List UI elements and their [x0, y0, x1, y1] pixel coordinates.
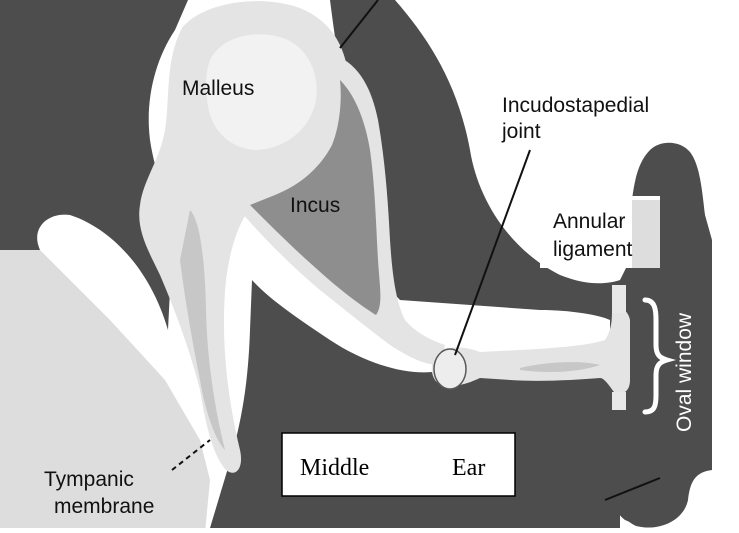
annular-ligament-lower — [612, 392, 626, 410]
label-incudostapedial-2: joint — [501, 120, 541, 143]
bottom-strip — [0, 528, 739, 533]
label-malleus: Malleus — [182, 77, 254, 100]
label-tympanic-1: Tympanic — [44, 468, 134, 491]
label-incudostapedial-1: Incudostapedial — [502, 94, 649, 117]
label-incus: Incus — [290, 194, 340, 217]
annular-label-bg-gray — [632, 200, 660, 268]
label-tympanic-2: membrane — [54, 495, 154, 518]
caption-word-ear: Ear — [452, 455, 485, 481]
annular-ligament-upper — [612, 285, 626, 313]
caption-word-middle: Middle — [300, 455, 369, 481]
label-stapes: Stapes — [497, 316, 562, 339]
label-annular-1: Annular — [553, 210, 625, 233]
incudostapedial-joint-shape — [434, 349, 466, 389]
label-annular-2: ligament — [553, 238, 633, 261]
label-oval-window: Oval window — [673, 312, 696, 432]
